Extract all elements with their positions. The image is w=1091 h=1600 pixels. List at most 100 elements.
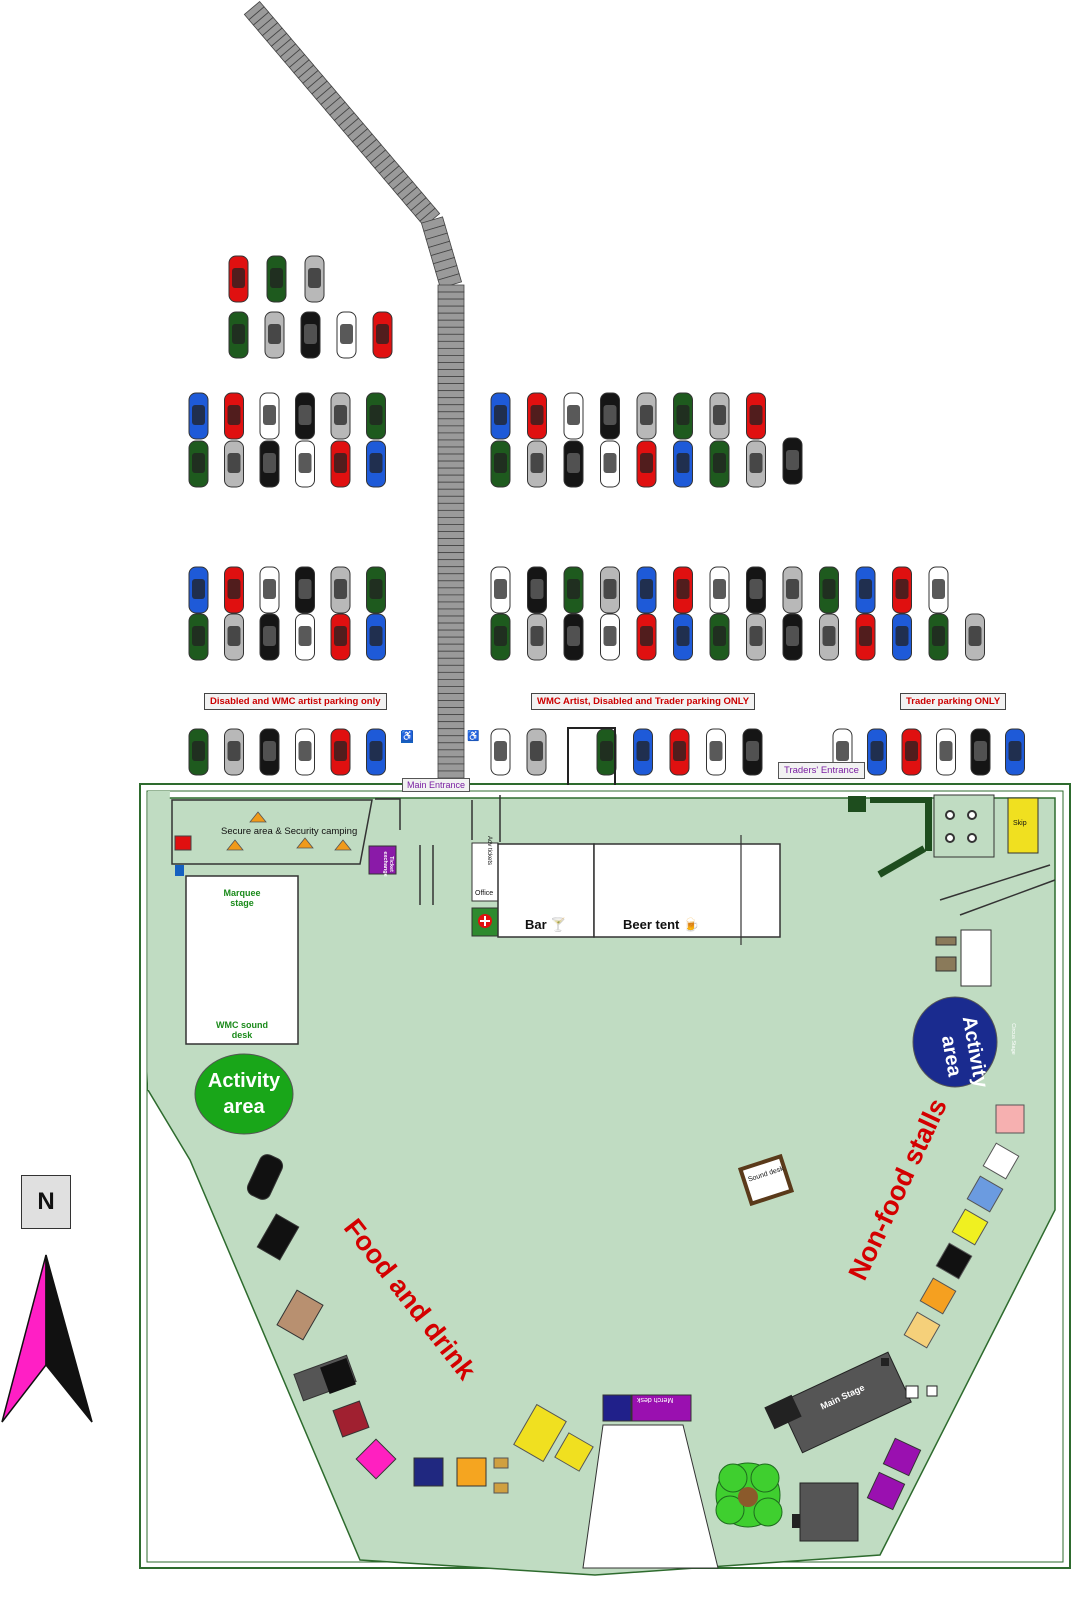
car-icon [372, 311, 393, 359]
car-icon [782, 437, 803, 485]
car-icon [892, 566, 912, 614]
stall [995, 1104, 1025, 1134]
crate [935, 956, 957, 972]
compound [933, 794, 995, 858]
car-icon [527, 392, 547, 440]
car-icon [563, 440, 584, 488]
car-icon [706, 728, 726, 776]
car-icon [596, 728, 617, 776]
parked-cars [188, 255, 1025, 776]
car-icon [563, 392, 584, 440]
car-icon [782, 566, 803, 614]
car-icon [490, 566, 511, 614]
walkway [243, 0, 465, 779]
north-indicator: N [21, 1175, 71, 1229]
car-icon [746, 392, 766, 440]
car-icon [746, 566, 766, 614]
main-entrance-sign: Main Entrance [402, 778, 471, 792]
ticket-exchange-label: Ticket exchange [382, 851, 394, 877]
car-icon [224, 566, 244, 614]
car-icon [669, 728, 690, 776]
tree-icon [715, 1462, 783, 1528]
backstage-small [792, 1514, 800, 1528]
car-icon [366, 566, 386, 614]
car-icon [746, 613, 766, 661]
stall [982, 1142, 1020, 1180]
stage-rig [926, 1385, 938, 1397]
car-icon [228, 255, 249, 303]
car-icon [1005, 728, 1025, 776]
stage-box [881, 1358, 889, 1366]
bar-label: Bar 🍸 [525, 917, 567, 932]
car-icon [782, 613, 803, 661]
car-icon [636, 440, 657, 488]
skip-label: Skip [1013, 820, 1027, 827]
parking-sign-disabled-wmc: Disabled and WMC artist parking only [204, 693, 387, 710]
car-icon [224, 392, 244, 440]
food-stall [413, 1457, 444, 1487]
merch-desk-label: Merch desk [637, 1396, 674, 1403]
accessible-parking-icon: ♿ [467, 731, 480, 743]
car-icon [228, 311, 249, 359]
car-icon [901, 728, 922, 776]
toilet-block-top [870, 797, 932, 803]
stall [951, 1208, 989, 1246]
car-icon [636, 392, 657, 440]
parking-sign-wmc-disabled-trader: WMC Artist, Disabled and Trader parking … [531, 693, 756, 710]
wmc-sound-desk-label: WMC sound desk [216, 1020, 268, 1040]
activity-area-left-label: Activity area [207, 1070, 281, 1118]
car-icon [295, 613, 315, 661]
food-stall [355, 1438, 397, 1480]
car-icon [633, 728, 653, 776]
car-icon [264, 311, 285, 359]
car-icon [224, 440, 244, 488]
food-van [246, 1154, 284, 1200]
car-icon [259, 566, 280, 614]
picnic-bench [493, 1482, 509, 1494]
security-fence [375, 798, 401, 830]
stage-rig [905, 1385, 919, 1399]
car-icon [709, 392, 730, 440]
car-icon [673, 440, 693, 488]
bin-icon [945, 833, 955, 843]
bar-tent [497, 843, 595, 938]
car-icon [490, 440, 511, 488]
toilet-block-diag [877, 845, 927, 878]
marquee-stage-label: Marquee stage [223, 888, 261, 908]
car-icon [295, 728, 315, 776]
tent-icon [226, 839, 244, 851]
food-truck-cab [320, 1358, 356, 1394]
car-icon [295, 440, 315, 488]
car-icon [259, 392, 280, 440]
car-icon [224, 613, 244, 661]
stall [966, 1175, 1004, 1213]
toilet-block-right [925, 803, 932, 851]
car-icon [527, 613, 547, 661]
car-icon [892, 613, 912, 661]
food-stall [554, 1432, 594, 1472]
merch-tent-blue [602, 1394, 632, 1422]
car-icon [742, 728, 763, 776]
activity-area-left [194, 1053, 294, 1135]
car-icon [330, 728, 351, 776]
food-stall [276, 1289, 324, 1341]
car-icon [330, 392, 351, 440]
entrance-fence [567, 727, 616, 785]
car-icon [188, 613, 209, 661]
parking-sign-trader: Trader parking ONLY [900, 693, 1007, 710]
activity-area-right [912, 996, 998, 1088]
car-icon [366, 613, 386, 661]
picnic-bench [493, 1457, 509, 1469]
car-icon [330, 440, 351, 488]
car-icon [673, 566, 693, 614]
car-icon [266, 255, 287, 303]
stall [935, 1242, 973, 1280]
car-icon [867, 728, 887, 776]
car-icon [709, 440, 730, 488]
security-area [171, 799, 373, 865]
merch-desk [631, 1394, 692, 1422]
car-icon [490, 392, 511, 440]
bottom-walkway [582, 1424, 719, 1569]
first-aid-cross [480, 916, 490, 926]
